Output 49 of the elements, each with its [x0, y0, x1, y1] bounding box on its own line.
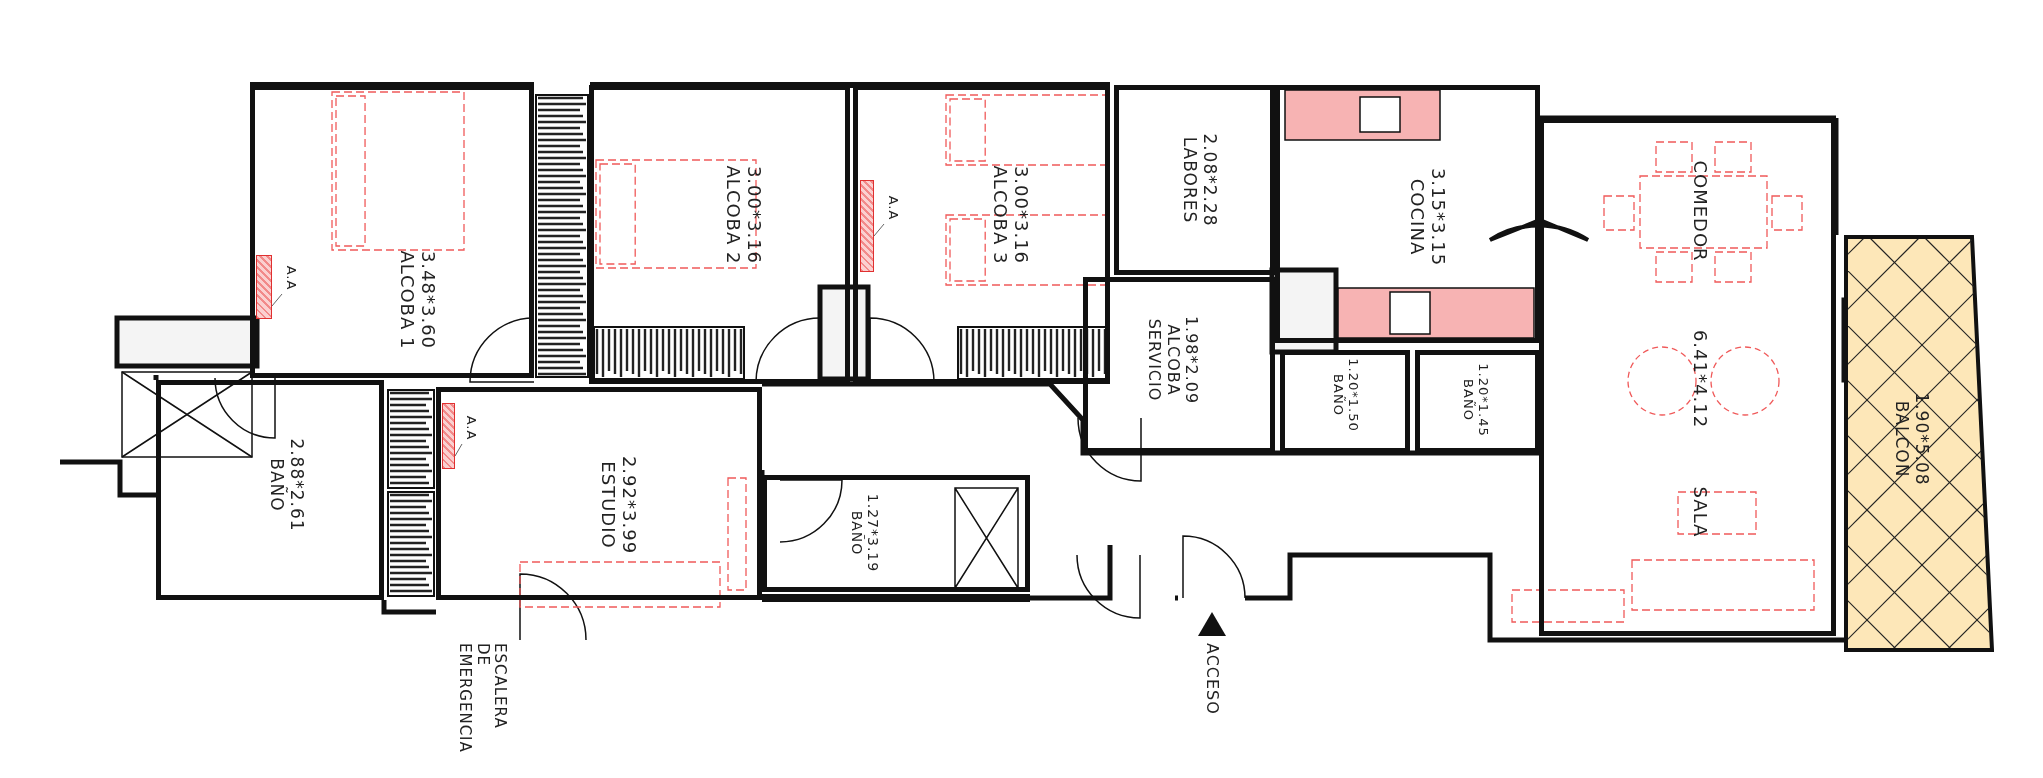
room-outline — [853, 85, 1110, 384]
room-name: 1.20*1.45 — [1475, 363, 1490, 437]
room-name: BALCON — [1891, 400, 1911, 478]
room-name: LABORES — [1179, 136, 1199, 224]
room-outline — [436, 387, 762, 600]
room-outline — [1083, 277, 1275, 453]
leader-line — [873, 223, 885, 237]
room-name: COCINA — [1406, 178, 1427, 256]
room-name: 2.08*2.28 — [1199, 133, 1219, 227]
access-label: ACCESO — [1202, 643, 1222, 717]
room-name: BAÑO — [848, 510, 865, 556]
room-outline — [762, 475, 1030, 592]
room-outline — [1539, 118, 1836, 636]
room-outline — [156, 380, 384, 600]
stair-label: ESCALERA DE EMERGENCIA — [456, 643, 508, 753]
air-conditioner-unit — [256, 255, 272, 319]
room-name: 2.92*3.99 — [618, 455, 639, 555]
room-name: 1.98*2.09 — [1181, 315, 1200, 405]
room-name: COMEDOR — [1689, 160, 1711, 262]
room-name: 3.00*3.16 — [1010, 165, 1031, 265]
room-dimensions: ALCOBA 3 — [989, 165, 1010, 265]
air-conditioner-unit — [860, 180, 874, 272]
room-name: BAÑO — [1330, 374, 1345, 416]
room-name: ESTUDIO — [597, 461, 618, 549]
room-name: 1.90*5.08 — [1911, 392, 1931, 486]
equipment-label: A.A — [283, 265, 299, 291]
room-dimensions: ALCOBA 1 — [396, 250, 417, 350]
room-name: SALA — [1689, 486, 1711, 538]
room-outline — [1415, 350, 1540, 453]
leader-line — [271, 293, 283, 307]
equipment-label: A.A — [463, 415, 479, 441]
room-outline — [1275, 85, 1540, 343]
air-conditioner-unit — [442, 403, 455, 469]
room-name: 1.20*1.50 — [1345, 358, 1360, 432]
room-outline — [589, 85, 850, 384]
room-name: 3.48*3.60 — [417, 250, 438, 350]
room-dimensions: ALCOBA 2 — [722, 165, 743, 265]
room-name: 6.41*4.12 — [1689, 329, 1711, 429]
room-name: 3.15*3.15 — [1427, 167, 1448, 267]
room-outline — [250, 85, 534, 378]
room-outline — [1114, 85, 1275, 275]
room-name: 3.00*3.16 — [743, 165, 764, 265]
equipment-label: A.A — [885, 195, 901, 221]
room-name: 1.27*3.19 — [865, 493, 882, 573]
room-name: ALCOBA SERVICIO — [1144, 317, 1182, 404]
leader-line — [454, 443, 463, 457]
room-name: BAÑO — [1460, 379, 1475, 421]
room-name: BAÑO — [266, 458, 286, 512]
room-outline — [1280, 350, 1410, 453]
